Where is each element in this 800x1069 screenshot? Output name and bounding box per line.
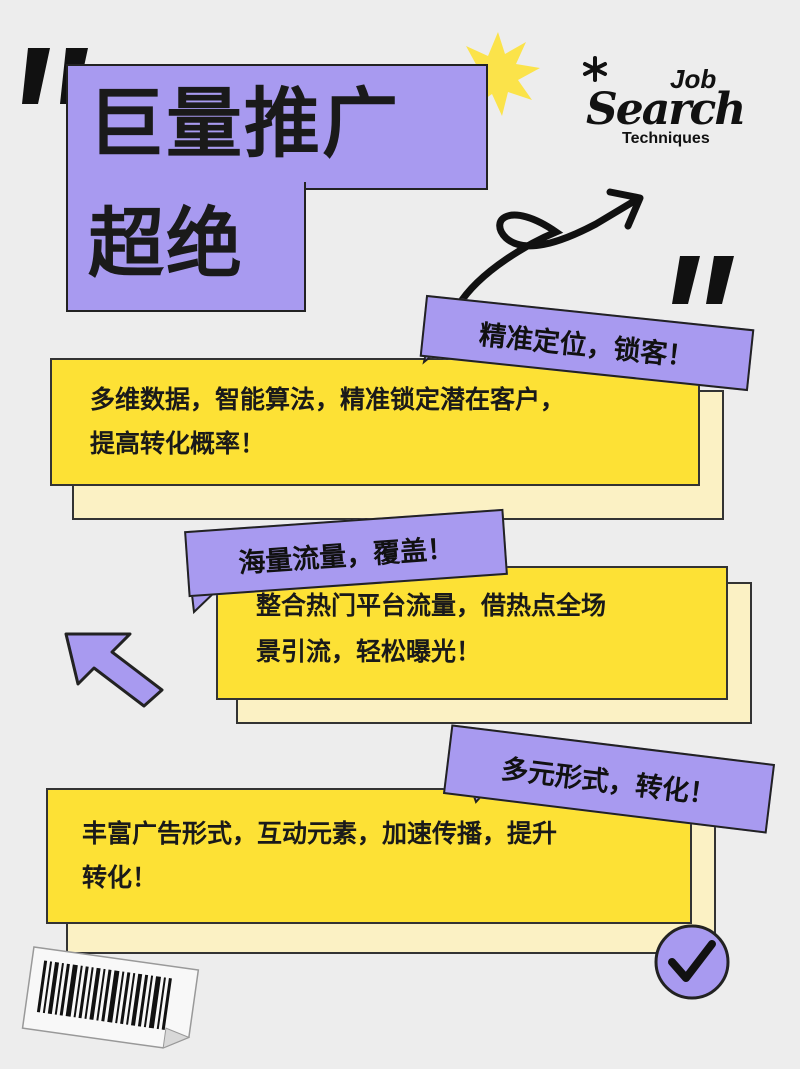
title-line-1: 巨量推广 <box>88 79 400 168</box>
asterisk-icon <box>583 56 607 82</box>
card-1 <box>50 358 700 486</box>
logo-word-1: Job <box>670 64 717 94</box>
logo-word-2: Search <box>586 84 746 135</box>
card-2-line-1: 整合热门平台流量，借热点全场 <box>256 591 607 620</box>
card-3-line-2: 转化！ <box>82 863 158 892</box>
title-line-2: 超绝 <box>88 199 244 288</box>
logo-word-3: Techniques <box>622 130 710 147</box>
card-3-line-1: 丰富广告形式，互动元素，加速传播，提升 <box>82 819 558 848</box>
checkmark-icon <box>654 924 730 1000</box>
cursor-arrow-icon <box>64 632 164 708</box>
job-search-logo: Job Search Techniques <box>578 54 778 150</box>
card-2-line-2: 景引流，轻松曝光！ <box>256 637 482 666</box>
barcode-icon <box>21 946 200 1049</box>
card-1-line-2: 提高转化概率！ <box>90 429 266 458</box>
swirl-arrow-icon <box>454 188 644 310</box>
title-highlight-2 <box>66 182 306 312</box>
title-highlight-1 <box>66 64 488 190</box>
quote-close-icon <box>672 256 734 304</box>
card-1-line-1: 多维数据，智能算法，精准锁定潜在客户， <box>90 385 566 414</box>
